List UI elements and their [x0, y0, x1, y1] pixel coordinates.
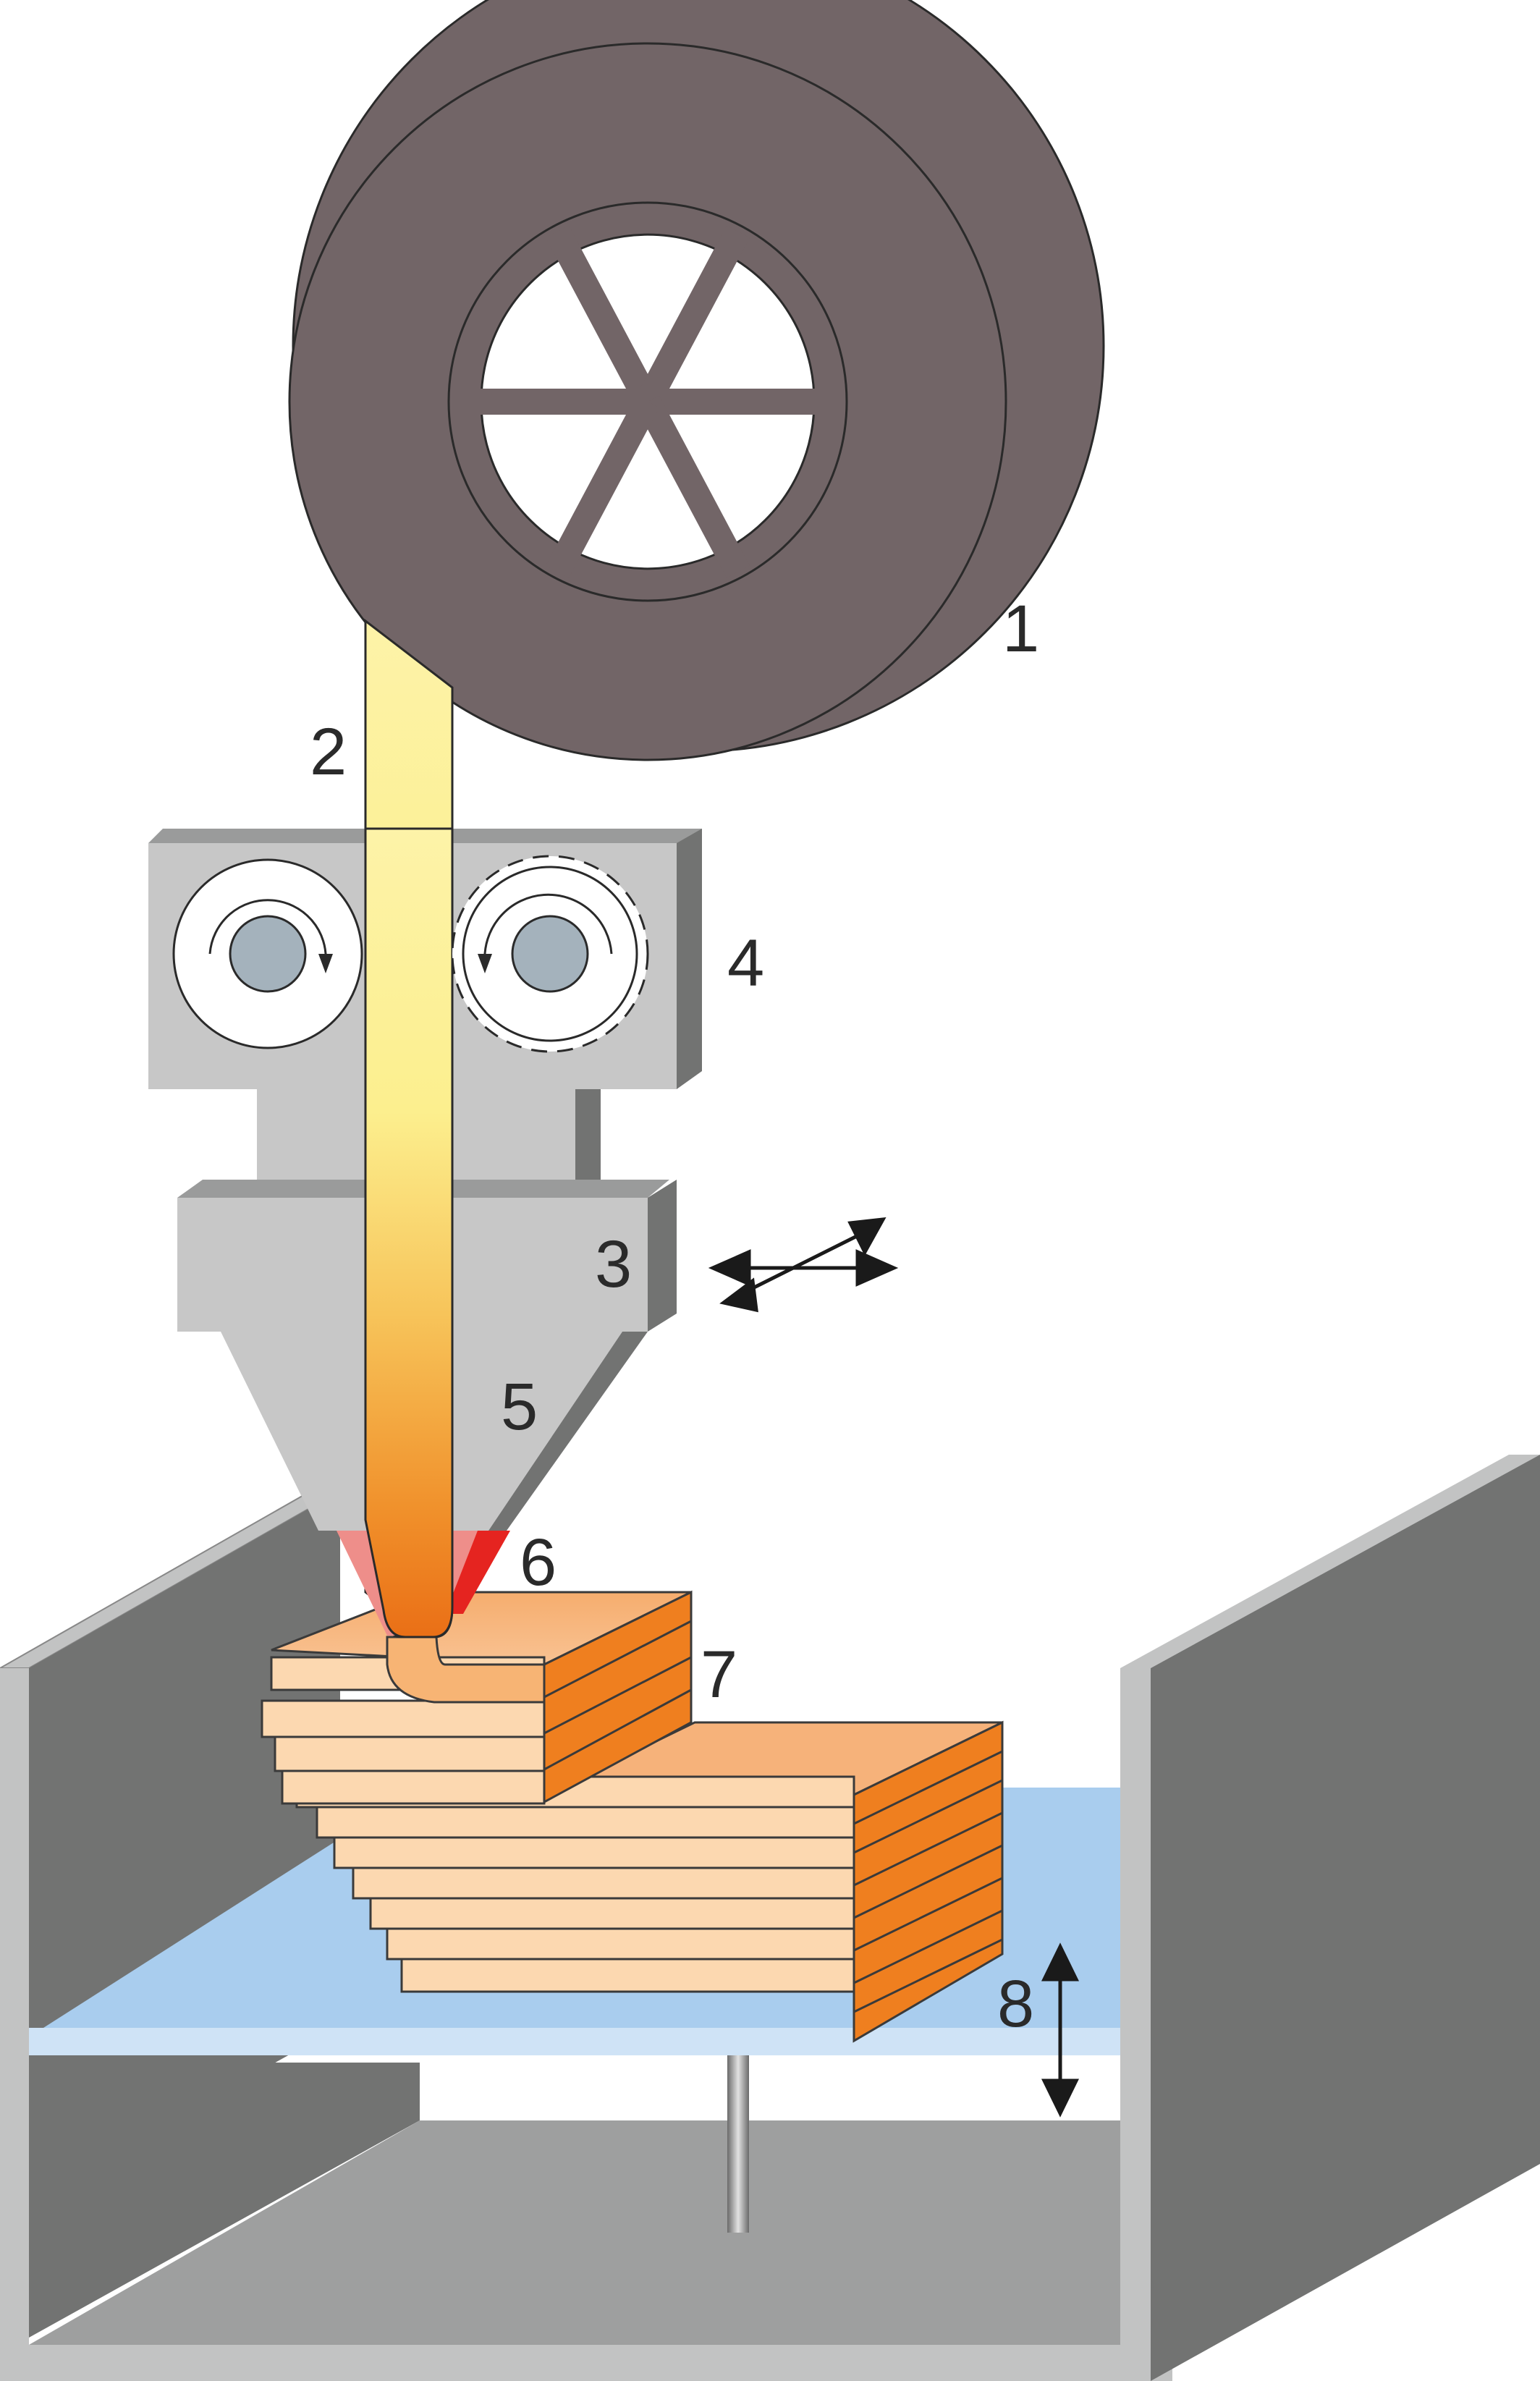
number-labels: 1 2 4 3 5 6 7 8 — [310, 592, 1039, 2041]
feed-block-side — [677, 829, 702, 1089]
filament-in-head — [364, 827, 454, 1638]
spool-spokes — [456, 225, 839, 578]
label-feed-rollers: 4 — [727, 926, 764, 1000]
chamber-right-wall-top — [1120, 1455, 1540, 1668]
platform-front — [29, 2028, 1120, 2055]
print-head — [148, 827, 702, 1638]
upper-block-stripes — [543, 1620, 692, 1771]
carriage-side — [648, 1180, 677, 1332]
build-chamber — [0, 1455, 1540, 2381]
chamber-right-wall-front — [1120, 1668, 1151, 2381]
extruded-bead — [386, 1636, 546, 1704]
nozzle-red — [445, 1531, 510, 1614]
xy-motion-arrows-icon — [708, 1217, 899, 1313]
chamber-left-wall-front — [0, 1668, 29, 2381]
gear-roller-icon — [451, 855, 649, 1053]
printed-part — [261, 1590, 1004, 2043]
idler-roller-icon — [172, 858, 363, 1049]
label-liquefier: 5 — [501, 1370, 538, 1444]
spool-hub-openings — [480, 233, 816, 570]
chamber-back-lower — [29, 2063, 420, 2338]
z-motion-arrow-icon — [1041, 1942, 1080, 2118]
filament-spool — [288, 0, 1105, 761]
lower-block-stripes — [853, 1750, 1003, 2013]
liquefier-cone-side — [488, 1332, 648, 1531]
label-filament: 2 — [310, 715, 347, 789]
chamber-floor-front — [29, 2345, 1172, 2381]
label-print-head: 3 — [595, 1227, 632, 1301]
head-neck-side — [575, 1089, 601, 1190]
platform-rod — [727, 2055, 749, 2233]
label-nozzle: 6 — [520, 1526, 557, 1599]
chamber-right-wall — [1151, 1455, 1540, 2381]
label-part: 7 — [701, 1638, 737, 1712]
label-spool: 1 — [1002, 592, 1039, 666]
label-build-platform: 8 — [997, 1967, 1034, 2041]
